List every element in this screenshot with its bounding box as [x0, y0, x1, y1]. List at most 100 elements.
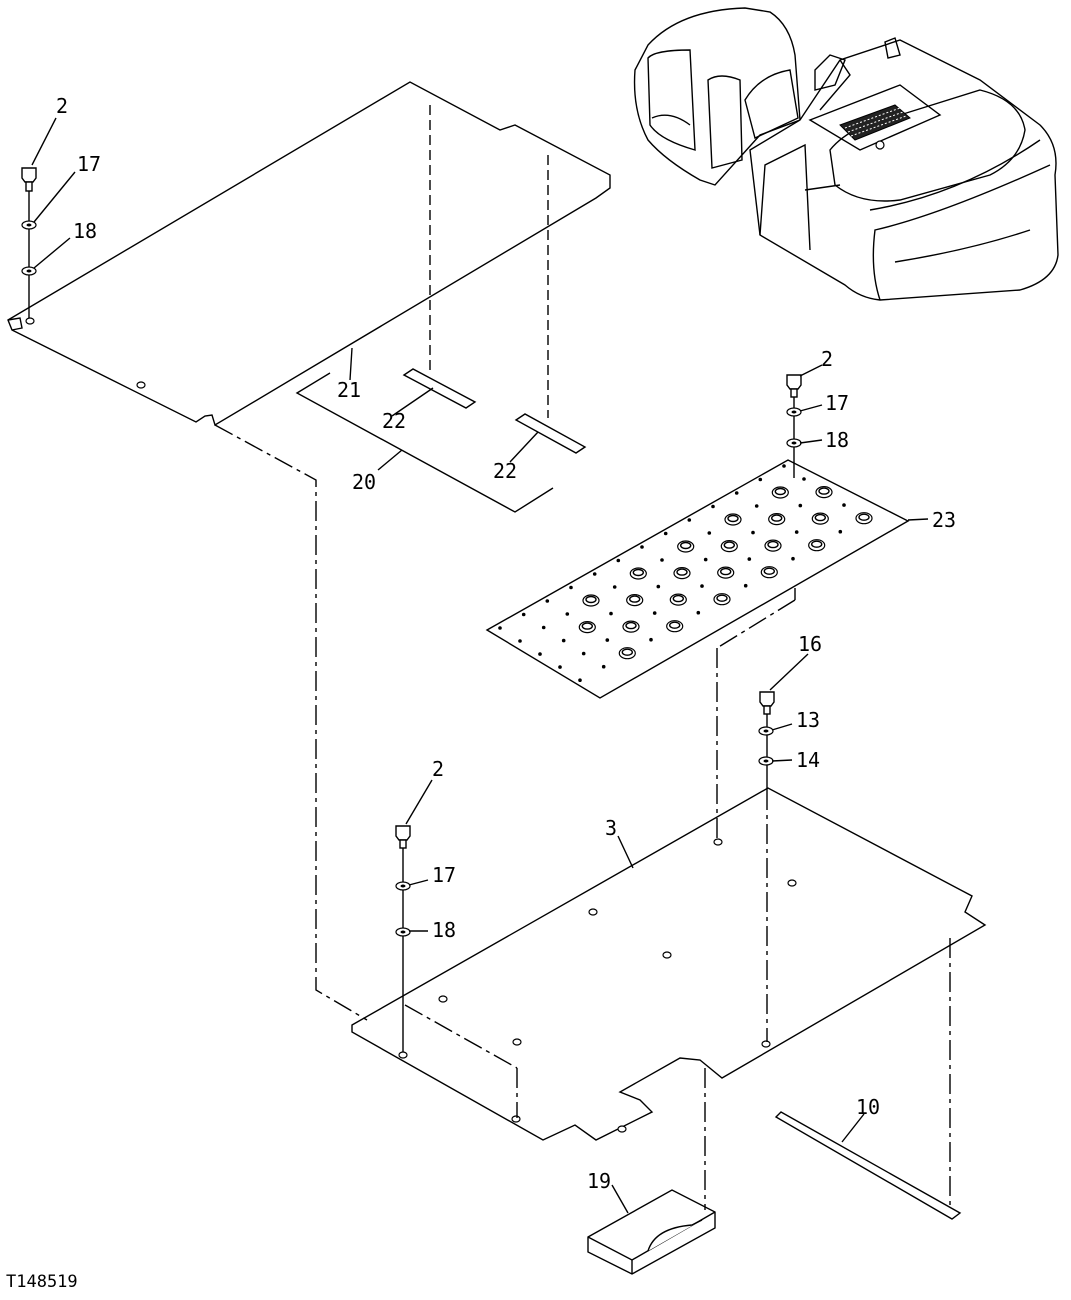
plate-hole	[656, 584, 661, 589]
plate-hole	[616, 558, 621, 563]
perforated-step-plate	[485, 459, 910, 699]
plate-hole	[558, 665, 562, 669]
plate-hole	[578, 678, 582, 682]
plate-hole	[747, 557, 752, 561]
plate-dimple-inner	[632, 568, 644, 577]
plate-dimple-inner	[818, 487, 830, 495]
plate-hole	[538, 652, 542, 656]
plate-dimple-inner	[629, 595, 641, 603]
plate-hole	[545, 599, 550, 603]
callout-21: 21	[337, 378, 361, 402]
mat-20	[295, 372, 554, 513]
grille-icon	[839, 104, 911, 141]
callout-18c: 18	[432, 918, 456, 942]
plate-hole	[782, 464, 786, 468]
callout-22a: 22	[382, 409, 406, 433]
callout-3: 3	[605, 816, 617, 840]
plate-hole	[802, 477, 806, 481]
plate-hole	[652, 611, 657, 615]
plate-hole	[663, 531, 668, 536]
plate-hole	[791, 556, 795, 561]
plate-hole	[609, 611, 613, 616]
callout-13: 13	[796, 708, 820, 732]
upper-floor-plate	[7, 81, 611, 427]
leader-lines	[31, 117, 929, 1214]
plate-dimple-inner	[625, 621, 637, 630]
plate-hole	[838, 529, 843, 534]
callout-14: 14	[796, 748, 820, 772]
plate-dimple-inner	[716, 594, 728, 602]
plate-hole	[751, 530, 755, 535]
callout-10: 10	[856, 1095, 880, 1119]
figure-reference: T148519	[6, 1272, 78, 1292]
plate-dimple-inner	[814, 513, 826, 522]
fastener-stack-c	[758, 691, 775, 790]
callout-2c: 2	[432, 757, 444, 781]
plate-dimple-inner	[763, 567, 775, 575]
excavator-locator-view	[633, 7, 1059, 301]
plate-hole	[640, 545, 644, 549]
alignment-lines	[214, 105, 951, 1210]
plate-dimple-inner	[723, 541, 735, 549]
plate-dimple-inner	[669, 621, 681, 629]
plate-dimple-inner	[858, 513, 870, 521]
plate-hole	[649, 637, 653, 642]
plate-hole	[612, 585, 617, 589]
plate-hole	[707, 531, 712, 535]
callout-23: 23	[932, 508, 956, 532]
plate-dimple-inner	[720, 567, 732, 576]
callout-16: 16	[798, 632, 822, 656]
plate-hole	[569, 585, 573, 590]
fastener-stack-b	[786, 374, 802, 478]
strip-22-left	[402, 368, 477, 409]
plate-hole	[565, 612, 570, 616]
callout-20: 20	[352, 470, 376, 494]
plate-hole	[711, 504, 715, 509]
plate-hole	[498, 626, 502, 630]
callout-17a: 17	[77, 152, 101, 176]
plate-dimple-inner	[774, 487, 786, 496]
plate-dimple-inner	[621, 648, 633, 656]
strip-10	[774, 1111, 962, 1220]
callouts: 2 17 18 21 22 20 22 2 17 18 23 16 13 14 …	[6, 94, 956, 1292]
plate-hole	[743, 583, 748, 588]
plate-dimple-inner	[727, 514, 739, 523]
callout-17c: 17	[432, 863, 456, 887]
plate-dimple-inner	[676, 568, 688, 576]
plate-dimple-inner	[585, 595, 597, 604]
plate-dimple-inner	[811, 540, 823, 548]
plate-hole	[581, 651, 586, 656]
callout-22b: 22	[493, 459, 517, 483]
callout-2a: 2	[56, 94, 68, 118]
plate-hole	[541, 625, 546, 630]
fastener-stack-d	[395, 825, 411, 1000]
plate-hole	[660, 558, 664, 562]
plate-hole	[758, 477, 763, 482]
strip-22-right	[514, 413, 587, 454]
plate-hole	[842, 503, 846, 507]
plate-hole	[687, 518, 692, 522]
plate-hole	[518, 639, 522, 643]
plate-hole	[794, 530, 799, 534]
callout-19: 19	[587, 1169, 611, 1193]
lower-floor-plate	[351, 787, 987, 1141]
callout-17b: 17	[825, 391, 849, 415]
callout-2b: 2	[821, 347, 833, 371]
plate-hole	[601, 664, 606, 669]
plate-dimple-inner	[672, 594, 684, 603]
plate-hole	[700, 584, 704, 588]
plate-hole	[521, 612, 526, 617]
callout-18a: 18	[73, 219, 97, 243]
plate-dimple-inner	[581, 622, 593, 630]
plate-hole	[696, 610, 701, 615]
plate-hole	[605, 638, 610, 642]
plate-hole	[734, 491, 739, 495]
plate-dimple-inner	[767, 540, 779, 549]
block-19	[587, 1189, 716, 1275]
fastener-stack-a	[21, 167, 37, 318]
plate-dimple-inner	[771, 514, 783, 522]
plate-hole	[798, 503, 803, 508]
plate-dimple-inner	[680, 541, 692, 550]
plate-hole	[703, 557, 708, 562]
